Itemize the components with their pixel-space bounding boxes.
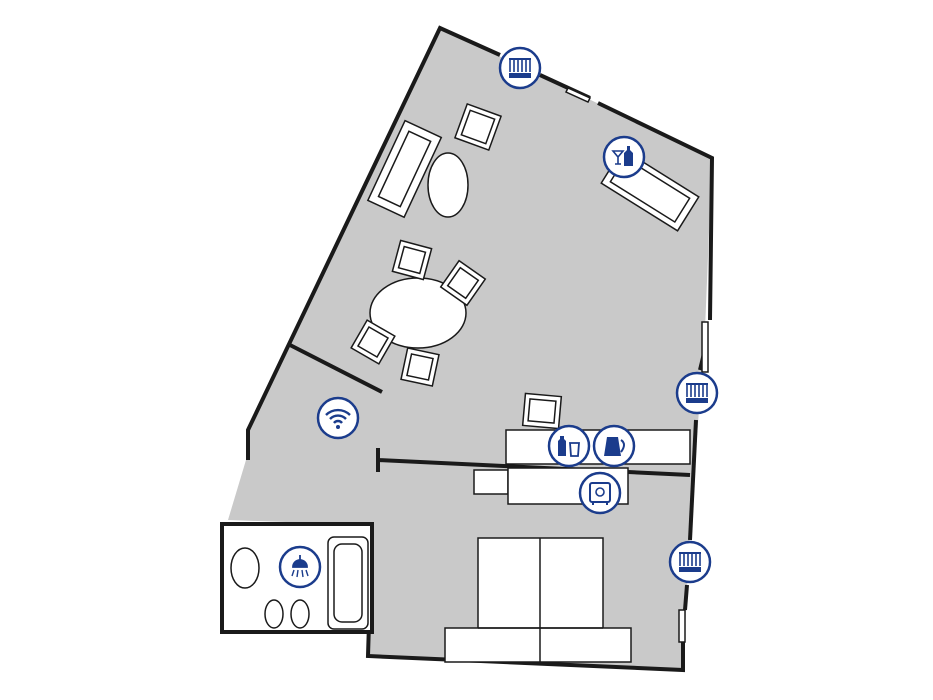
chair (400, 347, 440, 387)
sink (230, 547, 260, 589)
coffee-table (427, 152, 469, 218)
curtain-icon (675, 371, 719, 415)
desk-chair (521, 392, 563, 430)
kettle-icon (592, 424, 636, 468)
toilet (264, 599, 284, 629)
drinking-water-icon (547, 424, 591, 468)
safe-icon (578, 471, 622, 515)
bathroom (224, 526, 370, 630)
chair (350, 319, 396, 365)
curtain-icon (668, 540, 712, 584)
curtain-icon (498, 46, 542, 90)
chair (391, 239, 433, 281)
sofa (366, 119, 443, 219)
chair (439, 259, 487, 307)
bed-headboard (444, 627, 632, 663)
wifi-icon (316, 396, 360, 440)
minibar-icon (602, 135, 646, 179)
shower-icon (278, 545, 322, 589)
furniture (350, 102, 700, 663)
amenity-icons (278, 46, 719, 589)
bidet (290, 599, 310, 629)
tv-unit (473, 469, 509, 495)
windows (564, 87, 709, 643)
armchair (453, 102, 503, 152)
